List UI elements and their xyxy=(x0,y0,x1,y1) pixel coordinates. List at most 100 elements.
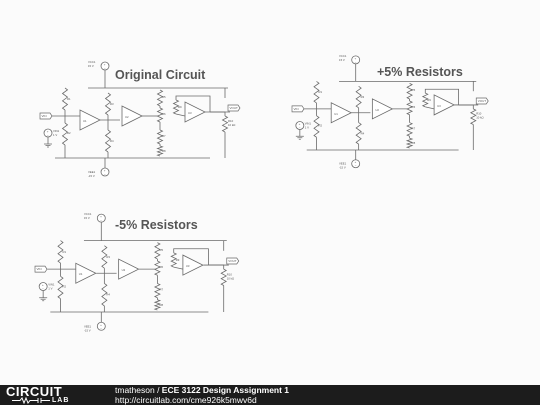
resistor xyxy=(469,108,477,125)
component-label: 10 kΩ xyxy=(227,276,234,280)
opamp-label: U3 xyxy=(437,104,441,108)
wire xyxy=(424,88,460,105)
component-label: R3 xyxy=(106,255,110,259)
opamp-label: U1 xyxy=(79,272,83,276)
component-label: + xyxy=(104,169,106,173)
component-label: R4 xyxy=(361,131,365,135)
opamp-symbol xyxy=(184,101,206,123)
logo-wire-icon xyxy=(12,397,50,404)
component-label: R5 xyxy=(412,88,416,92)
component-label: R6 xyxy=(159,265,163,269)
net-label xyxy=(227,104,241,112)
component-label: 10 kΩ xyxy=(228,123,235,127)
component-label: − xyxy=(47,133,49,137)
footer-bar: CIRCUIT LAB tmatheson / ECE 3122 Design … xyxy=(0,385,540,405)
component-label: R2 xyxy=(67,131,71,135)
component-label: R8 xyxy=(412,141,416,145)
component-label: VCC1 xyxy=(84,212,92,216)
resistor xyxy=(156,145,164,157)
component-label: + xyxy=(355,160,357,164)
resistor xyxy=(172,99,180,115)
opamp-symbol xyxy=(75,262,97,284)
project-title[interactable]: ECE 3122 Design Assignment 1 xyxy=(161,385,290,395)
component-label: 1 V xyxy=(48,287,52,291)
resistor xyxy=(61,122,69,146)
component-label: R7 xyxy=(159,288,163,292)
wire xyxy=(173,266,183,270)
resistor xyxy=(313,115,320,138)
component-label: R4 xyxy=(106,293,110,297)
component-label: R7 xyxy=(162,134,166,138)
component-label: − xyxy=(104,66,106,70)
component-label: VEE1 xyxy=(339,162,347,166)
net-label xyxy=(39,112,53,120)
component-label: 1 V xyxy=(53,133,57,137)
logo-text-top: CIRCUIT xyxy=(6,384,63,399)
credit-line: tmatheson / ECE 3122 Design Assignment 1 xyxy=(115,385,289,395)
component-label: R8 xyxy=(162,149,166,153)
component-label: R9 xyxy=(178,105,182,109)
wire xyxy=(458,104,474,109)
component-label: R9 xyxy=(427,98,431,102)
component-label: + xyxy=(104,63,106,67)
resistor xyxy=(101,245,108,269)
component-label: R9 xyxy=(176,258,180,262)
resistor xyxy=(156,107,164,123)
title-plus5: +5% Resistors xyxy=(377,65,463,79)
resistor xyxy=(156,89,164,107)
opamp-symbol xyxy=(433,94,455,116)
ground-symbol xyxy=(39,297,48,302)
opamp-symbol xyxy=(371,98,394,120)
opamp-label: U1 xyxy=(334,112,338,116)
net-label xyxy=(291,105,305,113)
component-label: R6 xyxy=(412,105,416,109)
voltage-source xyxy=(96,321,106,331)
opamp-symbol xyxy=(79,109,101,131)
net-label xyxy=(475,97,489,105)
component-label: VOUT xyxy=(230,106,239,110)
component-label: R2 xyxy=(318,123,322,127)
component-label: 15 V xyxy=(84,216,90,220)
component-label: R10 xyxy=(227,272,233,276)
component-label: + xyxy=(42,283,44,287)
component-label: 15 V xyxy=(88,64,94,68)
circuitlab-logo[interactable]: CIRCUIT LAB xyxy=(6,385,98,405)
component-label: VIN1 xyxy=(48,282,55,286)
resistor xyxy=(153,260,161,276)
opamp-label: U1 xyxy=(83,119,87,123)
component-label: − xyxy=(42,287,44,291)
component-label: VIN xyxy=(37,267,42,271)
component-label: VIN1 xyxy=(305,122,312,126)
resistor xyxy=(61,87,69,111)
component-label: -15 V xyxy=(339,166,346,170)
resistor xyxy=(101,283,108,307)
resistor xyxy=(406,100,414,116)
wire xyxy=(175,95,211,112)
resistor xyxy=(154,242,161,260)
project-url[interactable]: http://circuitlab.com/cme926k5mwv6d xyxy=(115,395,257,405)
component-label: 10 kΩ xyxy=(476,116,483,120)
resistor xyxy=(153,283,161,299)
resistor xyxy=(156,129,164,145)
title-minus5: -5% Resistors xyxy=(115,218,198,232)
resistor xyxy=(104,92,112,116)
opamp-label: U2 xyxy=(122,268,126,272)
component-label: VCC1 xyxy=(88,60,96,64)
component-label: + xyxy=(299,122,301,126)
component-label: + xyxy=(47,130,49,134)
component-label: R10 xyxy=(476,112,482,116)
resistor xyxy=(313,81,320,104)
resistor xyxy=(421,92,429,108)
component-label: − xyxy=(355,164,357,168)
component-label: VCC1 xyxy=(339,54,347,58)
resistor xyxy=(153,299,162,311)
author-link[interactable]: tmatheson xyxy=(115,385,155,395)
opamp-label: U2 xyxy=(375,108,379,112)
component-label: − xyxy=(100,218,102,222)
ground-symbol xyxy=(295,135,304,140)
component-label: R10 xyxy=(228,119,234,123)
